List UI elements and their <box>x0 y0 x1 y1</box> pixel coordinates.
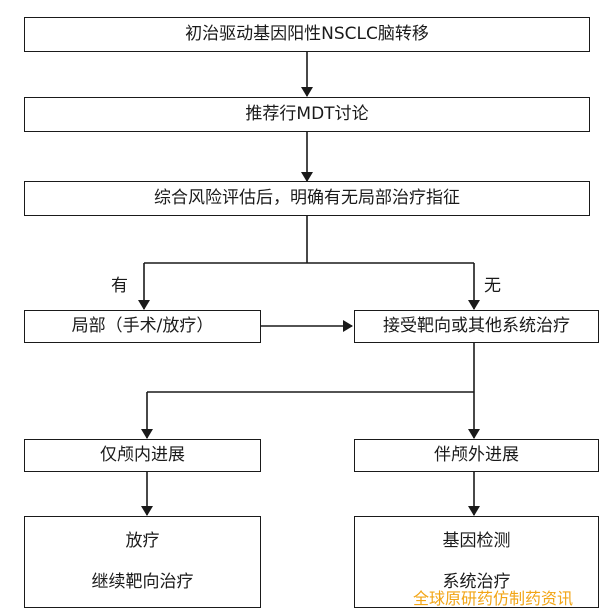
edge-label-no: 无 <box>484 276 501 296</box>
node-local: 局部（手术/放疗） <box>24 310 261 343</box>
node-assess-label: 综合风险评估后，明确有无局部治疗指征 <box>154 188 460 208</box>
node-radiotherapy: 放疗 继续靶向治疗 <box>24 516 261 608</box>
node-mdt-label: 推荐行MDT讨论 <box>245 104 369 124</box>
node-start: 初治驱动基因阳性NSCLC脑转移 <box>24 17 590 52</box>
node-start-label: 初治驱动基因阳性NSCLC脑转移 <box>185 24 429 44</box>
node-gene-testing-line1: 基因检测 <box>442 531 511 551</box>
node-radiotherapy-line1: 放疗 <box>125 531 160 551</box>
node-intracranial-label: 仅颅内进展 <box>100 445 185 465</box>
watermark-text: 全球原研药仿制药资讯 <box>413 589 574 608</box>
node-extracranial: 伴颅外进展 <box>354 439 599 472</box>
node-local-label: 局部（手术/放疗） <box>71 316 214 336</box>
node-gene-testing-line2: 系统治疗 <box>442 572 511 592</box>
edge-label-yes: 有 <box>111 276 128 296</box>
node-systemic: 接受靶向或其他系统治疗 <box>354 310 599 343</box>
node-systemic-label: 接受靶向或其他系统治疗 <box>383 316 570 336</box>
node-gene-testing: 基因检测 系统治疗 <box>354 516 599 608</box>
node-radiotherapy-line2: 继续靶向治疗 <box>91 572 194 592</box>
node-intracranial: 仅颅内进展 <box>24 439 261 472</box>
node-mdt: 推荐行MDT讨论 <box>24 97 590 132</box>
node-extracranial-label: 伴颅外进展 <box>434 445 519 465</box>
node-assess: 综合风险评估后，明确有无局部治疗指征 <box>24 181 590 216</box>
